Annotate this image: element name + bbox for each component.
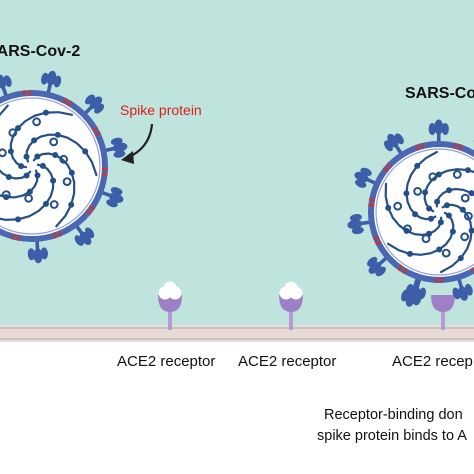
virus-particle [347,119,474,307]
caption-line-2: spike protein binds to A [317,428,467,444]
ace2-receptor [158,281,182,330]
envelope-protein [22,89,32,97]
spike-protein [41,70,62,98]
spike-protein [72,221,95,246]
viral-envelope [368,141,474,283]
viral-envelope [0,90,108,242]
receptor-cup [431,295,455,312]
spike-protein-label: Spike protein [120,102,202,118]
spike-protein [452,274,473,301]
virus-particle [0,70,128,264]
envelope-protein [101,167,109,176]
extracellular-lower-area [0,342,474,474]
envelope-protein [382,162,393,173]
spike-protein [27,236,48,264]
ace2-receptor-label: ACE2 receptor [238,353,337,370]
virus-particles [0,70,474,307]
envelope-protein [372,235,382,246]
envelope-protein [11,233,21,242]
viral-rna [0,104,98,228]
cell-membrane [0,325,474,342]
envelope-protein [435,276,444,284]
virus-label-sars-cov-2: SARS-Cov-2 [0,43,81,60]
caption-line-1: Receptor-binding don [324,407,463,423]
viral-rna [384,150,474,274]
ace2-receptor [431,295,455,330]
spike-protein [81,94,105,118]
envelope-protein [397,264,408,275]
envelope-protein [62,97,73,107]
ace2-receptor [279,281,303,330]
envelope-protein [52,230,62,239]
envelope-protein [368,198,376,207]
envelope-protein [91,126,101,137]
ace2-receptor-label: ACE2 recep [392,353,473,370]
spike-protein [367,254,391,277]
virus-label-sars-cov: SARS-Cov [405,85,474,102]
spike-pointer-arrow [121,123,154,164]
ace2-receptor-label: ACE2 receptor [117,353,216,370]
envelope-protein [453,142,463,151]
envelope-protein [414,142,425,151]
spike-protein [354,167,380,188]
ace2-receptors [158,281,455,330]
envelope-protein [85,205,96,216]
spike-protein [347,213,374,235]
